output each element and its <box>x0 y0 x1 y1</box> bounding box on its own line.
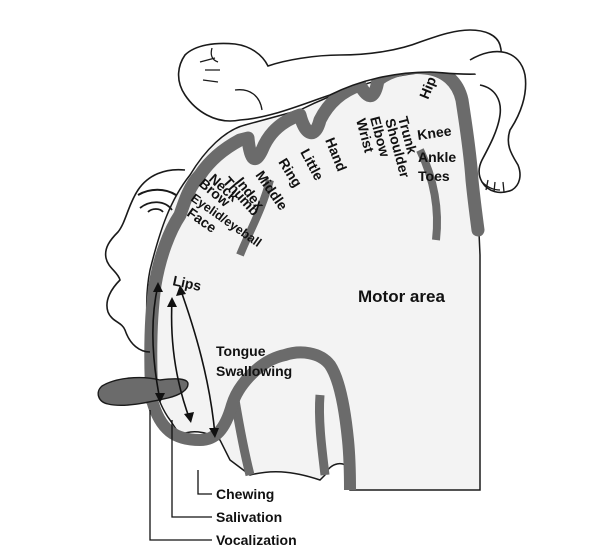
label-swallowing: Swallowing <box>216 363 292 379</box>
eye-icon <box>140 202 172 212</box>
label-ankle: Ankle <box>418 149 456 165</box>
eyebrow <box>138 190 176 195</box>
label-tongue: Tongue <box>216 343 266 359</box>
label-toes: Toes <box>418 168 450 184</box>
leader-chewing <box>198 470 212 494</box>
leg-icon <box>470 52 526 193</box>
label-salivation: Salivation <box>216 509 282 525</box>
label-vocalization: Vocalization <box>216 532 297 548</box>
title-motor-area: Motor area <box>358 287 445 306</box>
label-chewing: Chewing <box>216 486 274 502</box>
